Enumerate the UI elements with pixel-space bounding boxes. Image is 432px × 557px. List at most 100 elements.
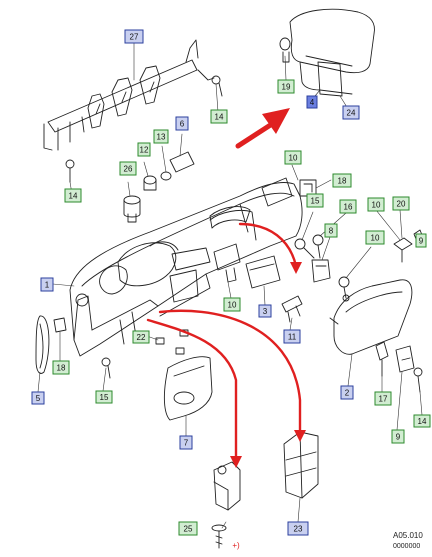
cross-car-beam-part xyxy=(43,39,215,151)
label-box xyxy=(367,197,385,212)
top-lid-part xyxy=(289,8,375,95)
part-label-18: 18 xyxy=(52,360,70,375)
label-box xyxy=(52,360,70,375)
screw-15-left-part xyxy=(101,357,111,379)
label-text: 20 xyxy=(397,200,406,209)
label-box xyxy=(413,414,431,428)
part-label-4: 4 xyxy=(306,95,318,109)
part-label-16: 16 xyxy=(339,199,357,214)
screw-14-right-part xyxy=(413,367,423,393)
label-box xyxy=(277,79,295,94)
label-text: 2 xyxy=(345,389,350,398)
label-text: 10 xyxy=(228,301,237,310)
label-box xyxy=(210,109,228,124)
label-text: 13 xyxy=(157,133,166,142)
part-label-12: 12 xyxy=(137,142,151,157)
ashtray-3-part xyxy=(245,255,281,289)
label-text: 18 xyxy=(338,177,347,186)
part-label-8: 8 xyxy=(324,223,338,238)
label-text: 22 xyxy=(137,333,146,342)
part-label-10: 10 xyxy=(365,230,385,245)
part-label-10: 10 xyxy=(223,297,241,312)
label-text: 24 xyxy=(347,109,356,118)
part-label-19: 19 xyxy=(277,79,295,94)
glovebox-2-part xyxy=(329,279,413,355)
cover-6-part xyxy=(169,151,195,173)
label-box xyxy=(332,173,352,188)
label-box xyxy=(95,390,113,404)
part-label-5: 5 xyxy=(31,391,45,405)
serial-number: 0000000 xyxy=(393,543,421,550)
clip-19-part xyxy=(279,37,291,63)
screw-14-upper xyxy=(211,75,223,97)
label-text: 12 xyxy=(140,146,149,155)
panel-24-part xyxy=(317,61,343,97)
latch-9-bottom-part xyxy=(395,345,415,373)
part-label-9: 9 xyxy=(391,429,405,444)
label-box xyxy=(124,29,144,44)
hinge-17-part xyxy=(375,341,389,377)
label-box xyxy=(178,521,198,536)
label-box xyxy=(64,188,82,203)
label-box xyxy=(132,330,150,344)
part-label-14: 14 xyxy=(210,109,228,124)
label-box xyxy=(324,223,338,238)
label-text: 5 xyxy=(36,394,41,403)
label-text: 9 xyxy=(419,237,424,246)
label-box xyxy=(339,199,357,214)
part-label-11: 11 xyxy=(283,329,301,344)
bracket-18-left-part xyxy=(53,317,67,333)
part-label-18: 18 xyxy=(332,173,352,188)
part-label-26: 26 xyxy=(119,161,137,176)
part-label-9: 9 xyxy=(415,233,427,248)
sensor-20-part xyxy=(393,237,413,263)
screw-15-part xyxy=(294,238,315,259)
label-text: 10 xyxy=(371,234,380,243)
part-label-13: 13 xyxy=(153,129,169,144)
screw-14-left xyxy=(65,159,75,183)
lower-panel-7-part xyxy=(163,356,213,421)
part-label-23: 23 xyxy=(287,521,309,536)
label-box xyxy=(392,196,410,211)
label-text: 3 xyxy=(263,307,268,316)
label-text: 14 xyxy=(215,113,224,122)
part-label-14: 14 xyxy=(413,414,431,428)
panel-10-left-part xyxy=(213,243,241,283)
part-label-24: 24 xyxy=(342,105,360,120)
part-label-2: 2 xyxy=(340,385,354,400)
part-number-labels: 27 14 14 19 4 24 6 12 13 26 10 18 15 16 10 20 9 8 10 1 10 3 11… xyxy=(31,29,431,536)
label-box xyxy=(340,385,354,400)
label-text: 11 xyxy=(288,333,297,342)
label-box xyxy=(365,230,385,245)
part-label-3: 3 xyxy=(258,304,272,318)
label-box xyxy=(119,161,137,176)
label-text: 18 xyxy=(57,364,66,373)
label-box xyxy=(258,304,272,318)
label-text: 8 xyxy=(329,227,334,236)
label-text: 27 xyxy=(130,33,139,42)
clip-12-13-parts xyxy=(143,171,172,191)
figure-code: A05.010 xyxy=(393,531,423,540)
clips-22-part xyxy=(155,329,189,355)
instrument-panel-part xyxy=(69,177,303,357)
part-label-25: 25 xyxy=(178,521,198,536)
part-label-15: 15 xyxy=(95,390,113,404)
label-text: 10 xyxy=(372,201,381,210)
label-text: 25 xyxy=(184,525,193,534)
label-text: 15 xyxy=(311,197,320,206)
label-text: 10 xyxy=(289,154,298,163)
connector-26-part xyxy=(123,195,141,223)
label-text: 16 xyxy=(344,203,353,212)
callout-arrows xyxy=(146,222,302,462)
label-box xyxy=(284,150,302,165)
label-text: 6 xyxy=(180,120,185,129)
screw-16-part xyxy=(312,234,324,259)
label-box xyxy=(283,329,301,344)
label-text: 1 xyxy=(45,281,50,290)
part-label-10: 10 xyxy=(284,150,302,165)
label-text: 15 xyxy=(100,393,109,402)
label-box xyxy=(179,435,193,450)
label-text: 9 xyxy=(396,433,401,442)
